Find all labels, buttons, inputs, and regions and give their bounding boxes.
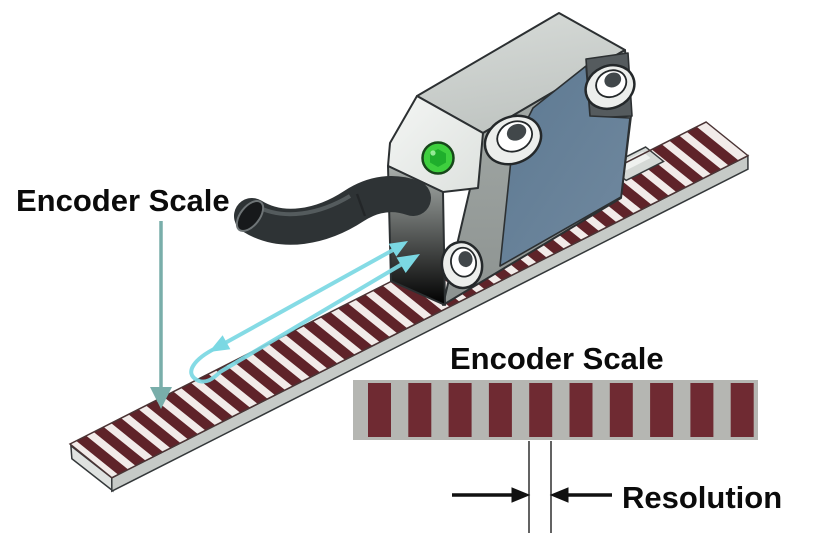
status-led-indicator (421, 141, 455, 175)
scale-stripe (302, 320, 355, 360)
dimension-arrowhead-right (511, 487, 531, 503)
cable-end-face (235, 200, 265, 232)
encoder-scale-label-left: Encoder Scale (16, 183, 230, 218)
scale-stripe (250, 347, 303, 387)
scale-zoom-strip (353, 380, 758, 533)
mounting-hole (440, 240, 484, 290)
scale-stripe (233, 356, 286, 396)
beam-path-arrows (189, 241, 420, 384)
led-highlight (430, 150, 436, 156)
scale-stripe (650, 383, 674, 437)
scale-stripe (408, 383, 432, 437)
scale-stripe (609, 383, 633, 437)
scale-stripe (651, 144, 704, 184)
scale-stripe (320, 312, 373, 351)
beam-arrowhead-return (396, 254, 420, 273)
scale-stripe (337, 303, 390, 343)
scale-stripe (128, 409, 181, 449)
resolution-dimension-arrows (452, 487, 612, 503)
scale-stripe (569, 383, 593, 437)
beam-arrowhead-emit-top (388, 241, 408, 257)
scale-stripe (488, 383, 512, 437)
scale-stripe (180, 382, 233, 422)
pointer-arrowhead (150, 387, 172, 409)
scale-stripe (146, 400, 198, 440)
scale-stripe (690, 383, 714, 437)
sensor-cable (234, 176, 431, 245)
cable-highlight (255, 194, 352, 217)
cable-seam (355, 193, 367, 217)
scale-stripe (198, 373, 251, 413)
scale-stripe (368, 383, 391, 437)
tape-outline (68, 121, 750, 479)
scale-stripe (268, 338, 320, 378)
resolution-label: Resolution (622, 480, 782, 515)
scale-stripe (285, 329, 338, 369)
mounting-hole (483, 114, 543, 166)
scale-stripe (669, 135, 722, 175)
scale-stripe (111, 418, 163, 457)
scale-stripe (529, 383, 553, 437)
zoom-strip-stripes (368, 383, 754, 437)
scale-pointer-arrow (150, 221, 172, 409)
mounting-hole (584, 63, 636, 111)
dimension-arrowhead-left (549, 487, 569, 503)
encoder-scale-label-zoom: Encoder Scale (450, 341, 664, 376)
scale-stripe (215, 365, 268, 404)
scale-stripe (686, 126, 739, 166)
encoder-read-head (387, 12, 636, 306)
scale-stripe (372, 285, 425, 325)
sensor-side-panel (499, 65, 631, 267)
scale-stripe (163, 391, 216, 431)
scale-stripe (355, 294, 408, 334)
scale-stripe (730, 383, 754, 437)
scale-stripe (93, 426, 146, 466)
scale-stripe (76, 435, 129, 475)
beam-arrowhead-to-scale (209, 335, 231, 352)
scale-stripe (448, 383, 472, 437)
